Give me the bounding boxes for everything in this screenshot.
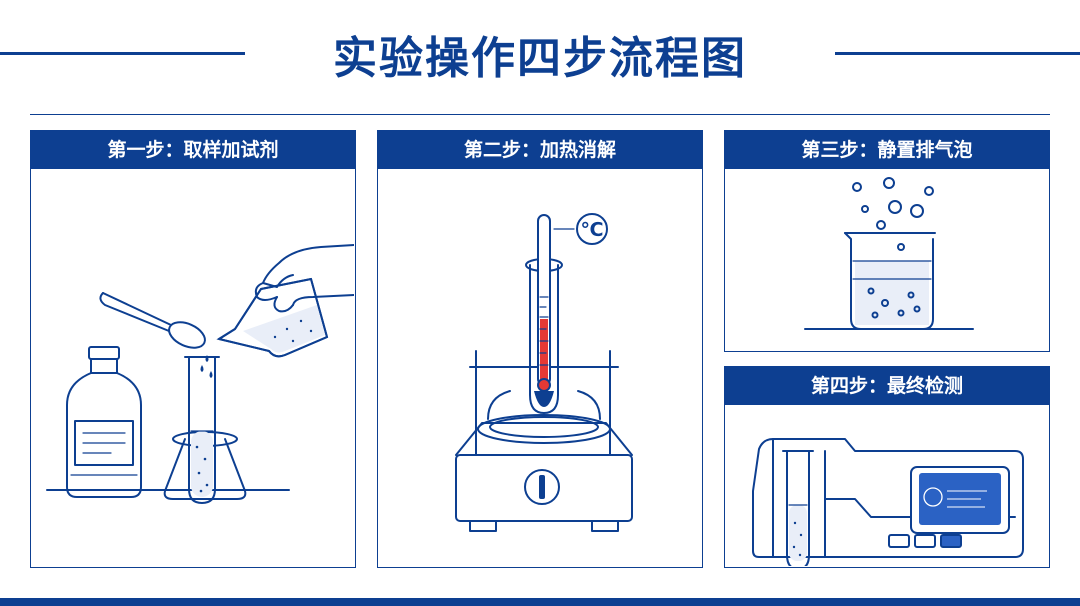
pouring-beaker-icon [219, 279, 327, 356]
step-4-illustration [725, 405, 1048, 566]
step-4-header: 第四步：最终检测 [725, 367, 1049, 405]
falling-drops-icon [201, 355, 213, 378]
page-title: 实验操作四步流程图 [0, 22, 1080, 86]
title-divider [30, 114, 1050, 115]
hot-plate-icon [456, 415, 632, 531]
thermometer-icon [538, 215, 550, 391]
step-2-header: 第二步：加热消解 [378, 131, 702, 169]
bottom-bar [0, 598, 1080, 606]
step-3-header: 第三步：静置排气泡 [725, 131, 1049, 169]
step-3-illustration [725, 169, 1048, 350]
celsius-unit-label: ℃ [580, 219, 603, 241]
spoon-icon [100, 293, 208, 353]
step-2-illustration: ℃ [378, 169, 701, 566]
step-1-panel: 第一步：取样加试剂 [30, 130, 356, 568]
beaker-icon [845, 233, 935, 329]
sample-tube-icon [783, 451, 813, 566]
step-4-panel: 第四步：最终检测 [724, 366, 1050, 568]
step-3-panel: 第三步：静置排气泡 [724, 130, 1050, 352]
step-1-illustration [31, 169, 354, 566]
test-tube-icon [185, 357, 219, 503]
reagent-bottle-icon [67, 347, 141, 497]
step-2-panel: 第二步：加热消解 [377, 130, 703, 568]
step-1-header: 第一步：取样加试剂 [31, 131, 355, 169]
